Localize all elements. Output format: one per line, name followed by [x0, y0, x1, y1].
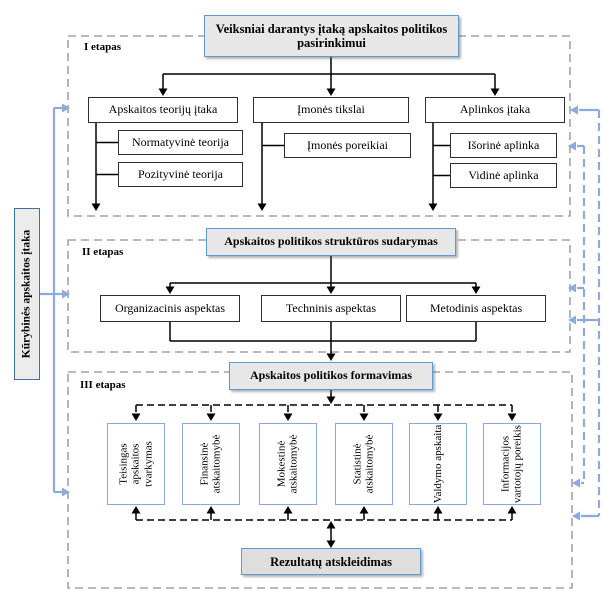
creative-accounting-label: Kūrybinės apskaitos įtaka — [20, 229, 33, 359]
output-label: Informacijos vartotojų poreikis — [499, 425, 524, 503]
output-information-users-box: Informacijos vartotojų poreikis — [483, 423, 541, 505]
structure-composition-box: Apskaitos politikos struktūros sudarymas — [206, 228, 456, 256]
stage1-region — [67, 35, 571, 217]
factors-box: Veiksniai darantys įtaką apskaitos polit… — [204, 15, 459, 57]
positive-theory-box: Pozityvinė teorija — [118, 162, 243, 187]
external-environment-box: Išorinė aplinka — [450, 133, 557, 158]
output-label: Statistinė atskaitomybė — [351, 434, 376, 494]
blue-arrowheads — [62, 103, 580, 521]
theory-influence-box: Apskaitos teorijų įtaka — [88, 97, 238, 123]
environment-influence-box: Aplinkos įtaka — [425, 97, 565, 123]
company-goals-box: Įmonės tikslai — [253, 97, 409, 123]
output-label: Valdymo apskaita — [431, 424, 444, 504]
stage3-label: III etapas — [80, 379, 126, 391]
output-statistical-statements-box: Statistinė atskaitomybė — [335, 423, 393, 505]
output-management-accounting-box: Valdymo apskaita — [409, 423, 467, 505]
policy-formation-box: Apskaitos politikos formavimas — [229, 362, 433, 390]
stage2-label: II etapas — [82, 246, 124, 258]
internal-environment-box: Vidinė aplinka — [450, 163, 557, 188]
output-label: Finansinė atskaitomybė — [198, 434, 223, 494]
methodical-aspect-box: Metodinis aspektas — [406, 295, 546, 322]
output-label: Mokestinė atskaitomybė — [275, 434, 300, 494]
output-tax-statements-box: Mokestinė atskaitomybė — [259, 423, 317, 505]
blue-right-dashed-connectors — [582, 110, 601, 516]
black-arrowheads — [91, 88, 517, 548]
normative-theory-box: Normatyvinė teorija — [118, 130, 243, 155]
stage1-label: I etapas — [84, 41, 121, 53]
results-disclosure-box: Rezultatų atskleidimas — [241, 548, 421, 575]
technical-aspect-box: Techninis aspektas — [261, 295, 401, 322]
black-dashed-connectors — [135, 404, 513, 521]
output-label: Teisingas apskaitos tvarkymas — [117, 441, 155, 487]
black-connectors — [95, 57, 496, 542]
output-correct-accounting-box: Teisingas apskaitos tvarkymas — [107, 423, 165, 505]
blue-right-arrow-stems — [577, 108, 599, 518]
output-financial-statements-box: Finansinė atskaitomybė — [182, 423, 240, 505]
blue-left-connectors — [40, 106, 63, 494]
organizational-aspect-box: Organizacinis aspektas — [100, 295, 240, 322]
creative-accounting-box: Kūrybinės apskaitos įtaka — [14, 208, 40, 380]
company-needs-box: Įmonės poreikiai — [284, 133, 411, 158]
